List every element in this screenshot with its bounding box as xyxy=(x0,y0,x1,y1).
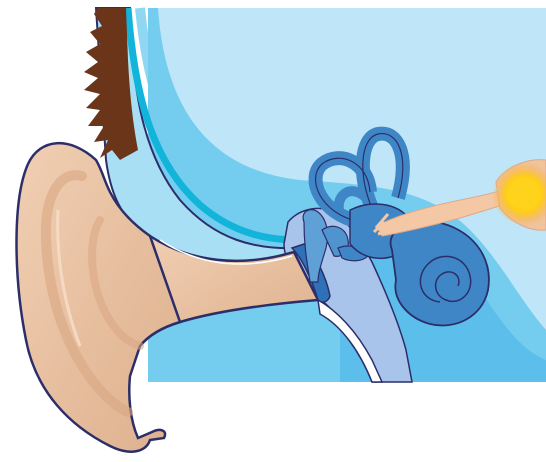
signal-core xyxy=(508,178,540,210)
